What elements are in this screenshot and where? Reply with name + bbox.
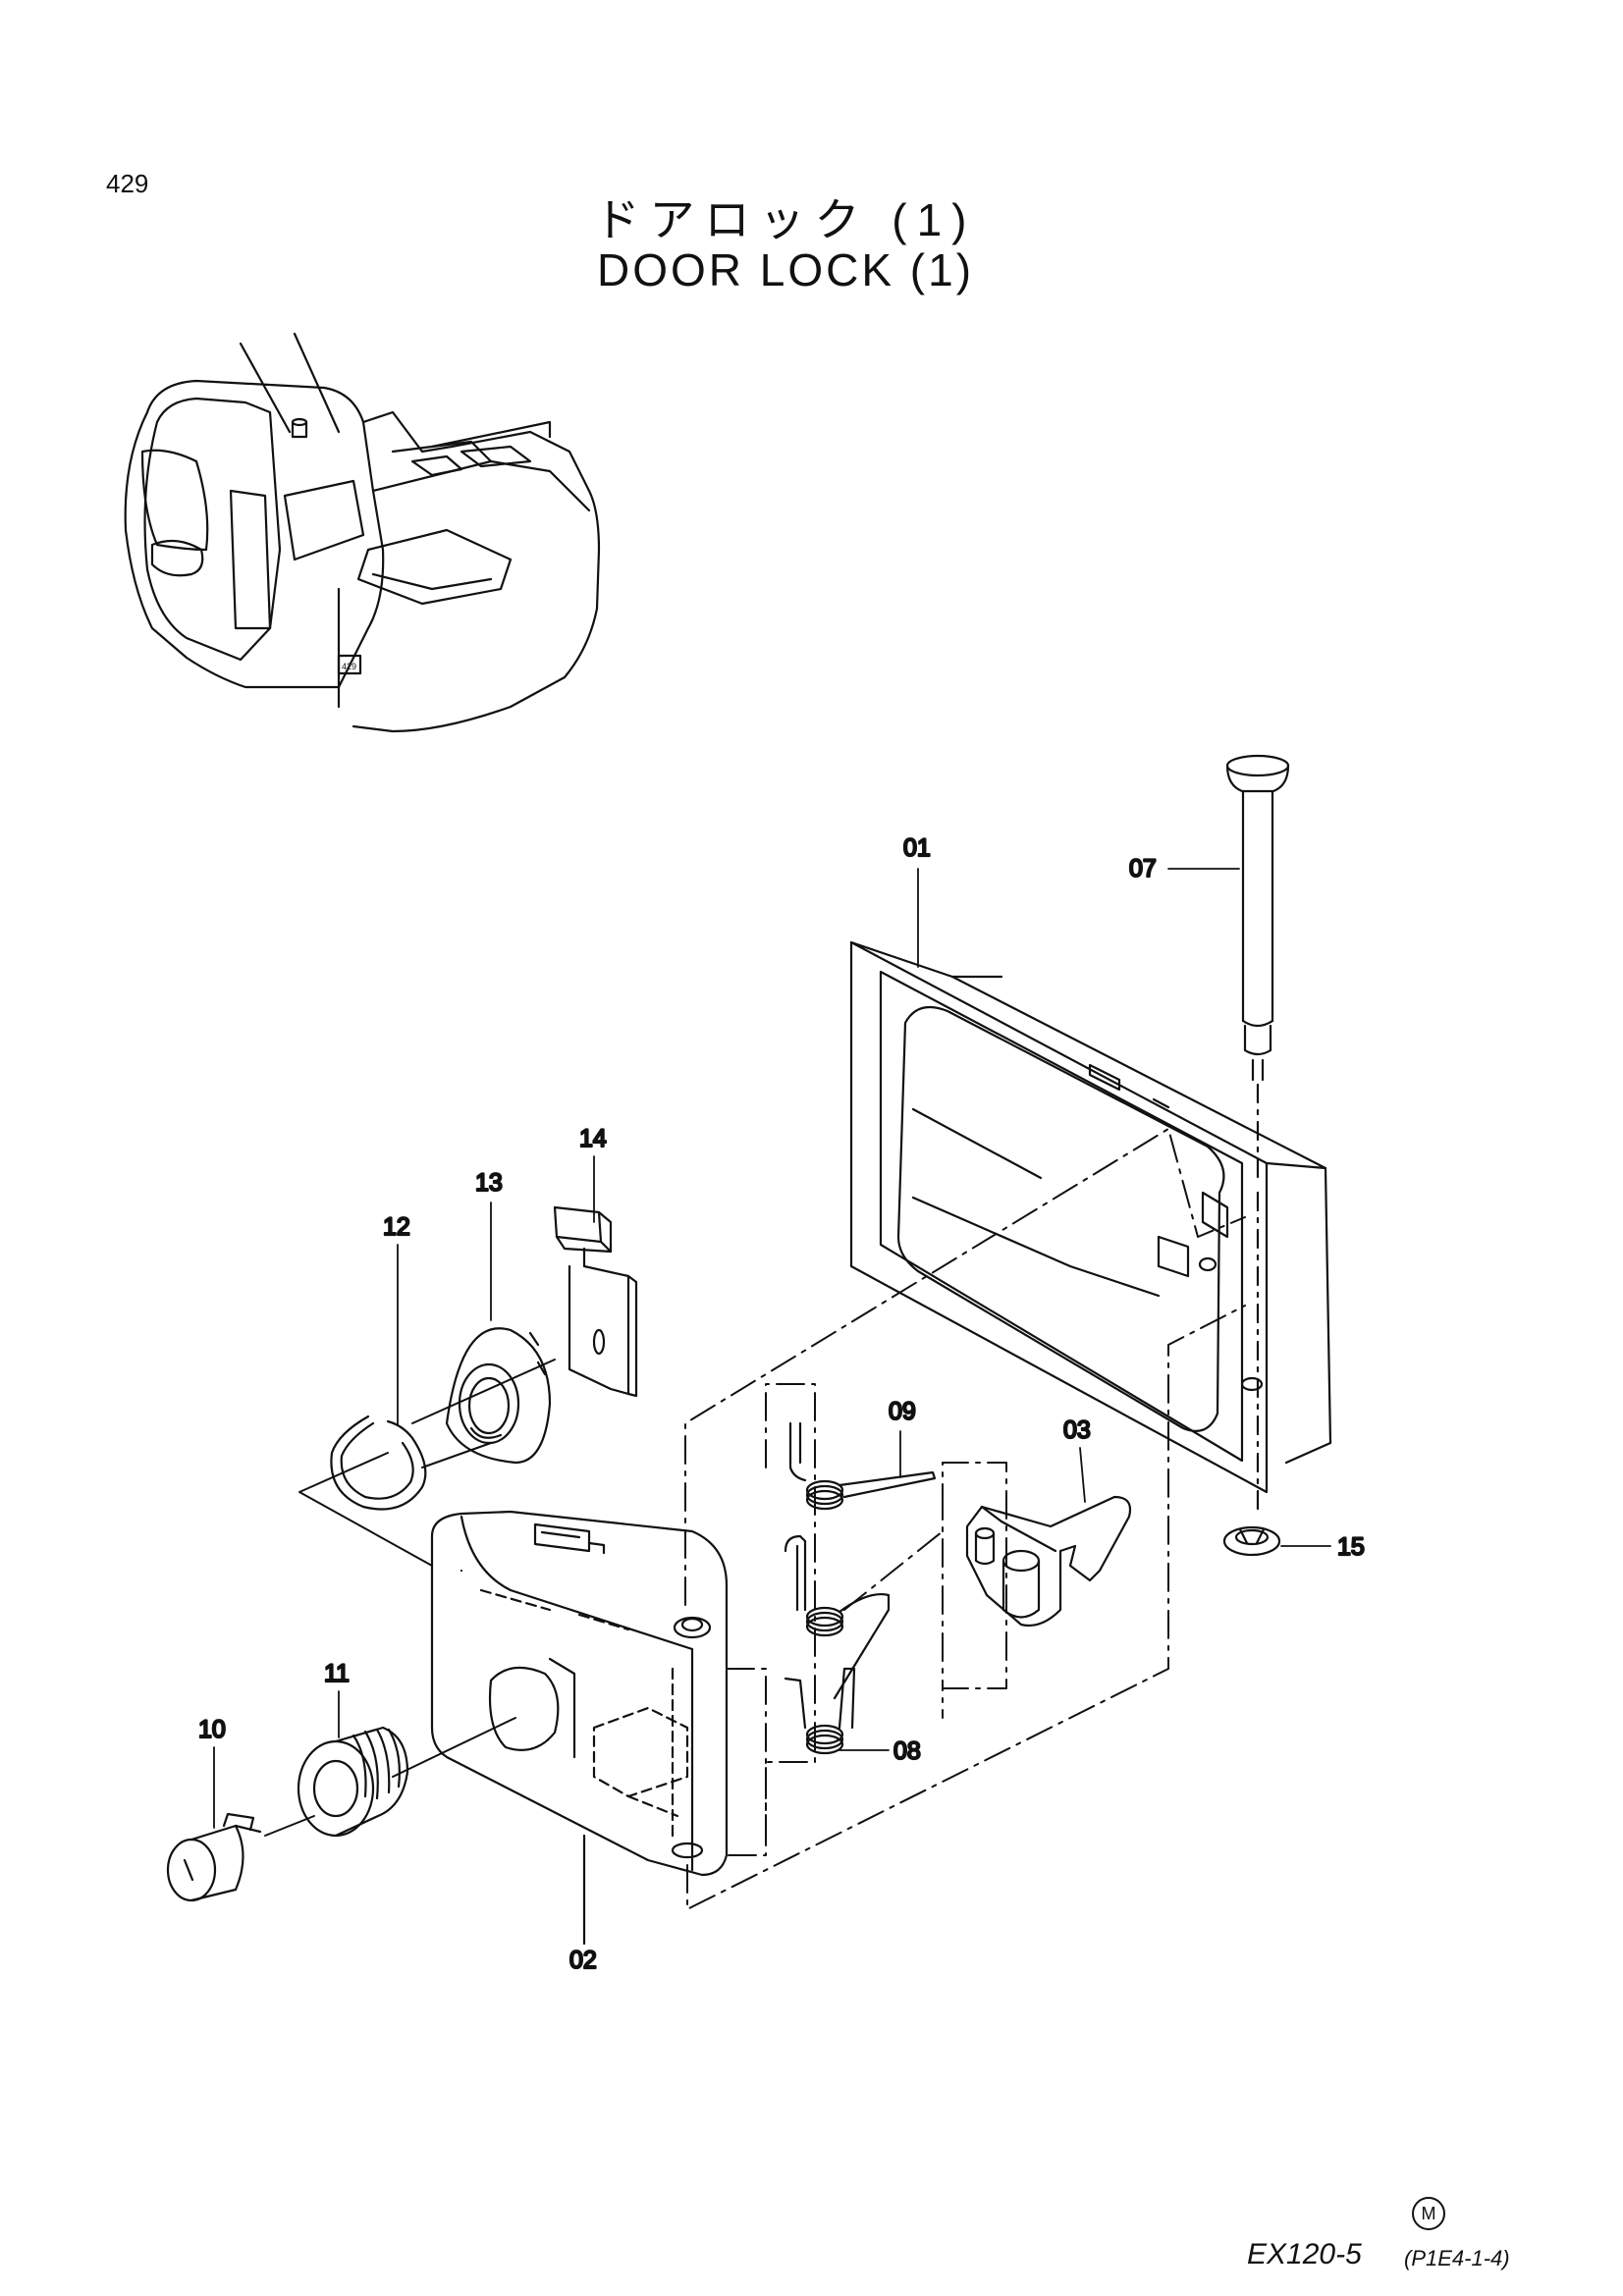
callout-07: 07 <box>1129 855 1157 882</box>
leader-lines <box>213 868 1331 1945</box>
part-02-lock-body <box>430 1510 729 1946</box>
excavator-overview: 429 <box>124 332 601 733</box>
page-number: 429 <box>106 169 149 198</box>
page-title-english: DOOR LOCK (1) <box>596 244 975 295</box>
part-13-nut <box>445 1327 552 1465</box>
part-07-pin <box>1225 754 1290 1180</box>
callout-02: 02 <box>569 1947 597 1974</box>
part-15-snap-ring <box>1222 1191 1281 1557</box>
page-title-japanese: ドアロック (1) <box>594 194 977 245</box>
callout-10: 10 <box>198 1716 226 1743</box>
callout-03: 03 <box>1063 1416 1091 1444</box>
part-10-key-cylinder <box>166 1812 262 1902</box>
callout-15: 15 <box>1337 1533 1365 1561</box>
callout-14: 14 <box>579 1125 607 1152</box>
callout-01: 01 <box>903 834 931 862</box>
callout-11: 11 <box>324 1660 350 1687</box>
callout-12: 12 <box>383 1213 410 1241</box>
part-14-plate <box>553 1205 638 1398</box>
assembly-lines <box>264 1128 1246 1910</box>
part-01-housing-frame <box>849 940 1332 1494</box>
callout-13: 13 <box>475 1169 503 1197</box>
callouts: 01 07 14 13 12 09 03 15 11 10 08 02 <box>197 833 1366 1975</box>
footer-m-mark: M <box>1412 2197 1445 2230</box>
location-tag-label: 429 <box>342 662 356 671</box>
part-12-ring <box>330 1415 427 1511</box>
callout-09: 09 <box>889 1398 916 1425</box>
part-03-latch <box>965 1495 1132 1628</box>
location-tag-box <box>337 654 362 675</box>
callout-08: 08 <box>893 1737 921 1765</box>
part-11-cylinder-sleeve <box>297 1726 409 1838</box>
footer-code: (P1E4-1-4) <box>1404 2246 1510 2270</box>
parts-08-09-springs <box>784 1421 937 1755</box>
footer-model: EX120-5 <box>1247 2238 1362 2270</box>
